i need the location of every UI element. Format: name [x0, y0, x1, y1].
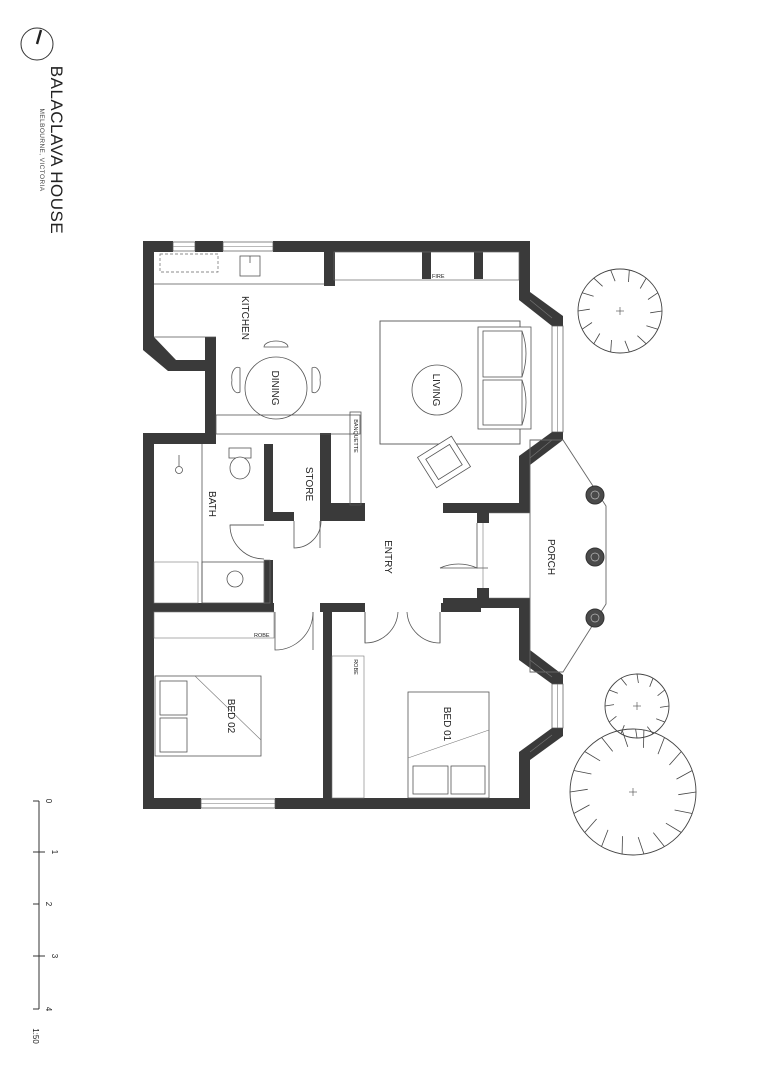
tree-notch: [676, 770, 693, 780]
tree-notch: [581, 322, 593, 330]
tree-notch: [624, 340, 630, 353]
tree-notch: [601, 737, 614, 752]
armchair: [416, 435, 472, 489]
tree-notch: [610, 339, 612, 352]
living-fixtures: [333, 251, 532, 489]
tree-notch: [674, 809, 693, 814]
windows: [172, 241, 564, 809]
scale-tick-4: 4: [44, 1007, 53, 1012]
tree-notch: [659, 705, 670, 708]
tree-notch: [628, 270, 630, 283]
label-fire: FIRE: [432, 274, 445, 280]
bath-fixtures: [153, 444, 271, 604]
tree-icon: [604, 673, 670, 739]
tree-notch: [573, 770, 592, 775]
tree-notch: [669, 751, 682, 766]
label-kitchen: KITCHEN: [239, 296, 250, 340]
tree-notch: [621, 729, 629, 748]
tree-notch: [573, 804, 590, 814]
scale-tick-3: 3: [50, 954, 59, 959]
tree-icon: [569, 728, 697, 856]
tree-notch: [609, 689, 618, 694]
tree-icon: [577, 268, 663, 354]
tree-notch: [604, 704, 615, 707]
label-porch: PORCH: [545, 539, 556, 575]
tree-notch: [637, 335, 647, 345]
tree-notch: [635, 728, 638, 739]
tree-notch: [569, 788, 588, 793]
tree-notch: [649, 678, 654, 687]
tree-notch: [665, 822, 682, 833]
label-banquette: BANQUETTE: [352, 419, 358, 453]
tree-notch: [593, 277, 603, 287]
tree-notch: [657, 689, 665, 697]
tree-notch: [610, 269, 616, 282]
trees: [569, 268, 697, 856]
tree-notch: [657, 737, 665, 755]
label-robe-bed2: ROBE: [254, 633, 270, 639]
tree-notch: [577, 308, 590, 312]
tree-notch: [646, 726, 654, 734]
tree-notch: [656, 718, 665, 723]
tree-notch: [582, 292, 594, 297]
label-living: LIVING: [430, 374, 441, 407]
tree-notch: [636, 673, 639, 684]
label-bed01: BED 01: [441, 707, 452, 742]
label-robe-bed1: ROBE: [352, 659, 358, 675]
tree-notch: [584, 751, 601, 762]
tree-notch: [584, 818, 597, 833]
scale-tick-1: 1: [50, 850, 59, 855]
doors: [229, 520, 488, 651]
label-entry: ENTRY: [382, 540, 393, 574]
scale-tick-2: 2: [44, 902, 53, 907]
interior-walls: [154, 241, 483, 809]
bedroom-fixtures: [153, 611, 490, 799]
room-labels: KITCHEN DINING LIVING FIRE BANQUETTE BAT…: [206, 274, 556, 742]
label-bath: BATH: [206, 491, 217, 517]
label-dining: DINING: [269, 371, 280, 406]
tree-notch: [678, 791, 697, 796]
tree-notch: [601, 829, 609, 847]
porch: [489, 439, 607, 673]
tree-notch: [609, 715, 617, 723]
tree-notch: [646, 325, 658, 330]
tree-notch: [639, 277, 647, 289]
dining-table: [244, 356, 308, 420]
tree-notch: [593, 333, 601, 345]
north-arrow-icon: [20, 27, 54, 61]
scale-bar: 0 1 2 3 4 1:50: [31, 799, 59, 1045]
kitchen-fixtures: [154, 253, 362, 506]
label-store: STORE: [303, 467, 314, 502]
tree-notch: [620, 725, 625, 734]
tree-notch: [650, 310, 663, 314]
scale-ratio: 1:50: [31, 1028, 40, 1044]
tree-notch: [647, 292, 659, 300]
tree-notch: [637, 836, 645, 855]
tree-notch: [652, 832, 665, 847]
tree-notch: [620, 678, 628, 686]
coffee-table: [411, 364, 463, 416]
scale-tick-0: 0: [44, 799, 53, 804]
label-bed02: BED 02: [225, 699, 236, 734]
